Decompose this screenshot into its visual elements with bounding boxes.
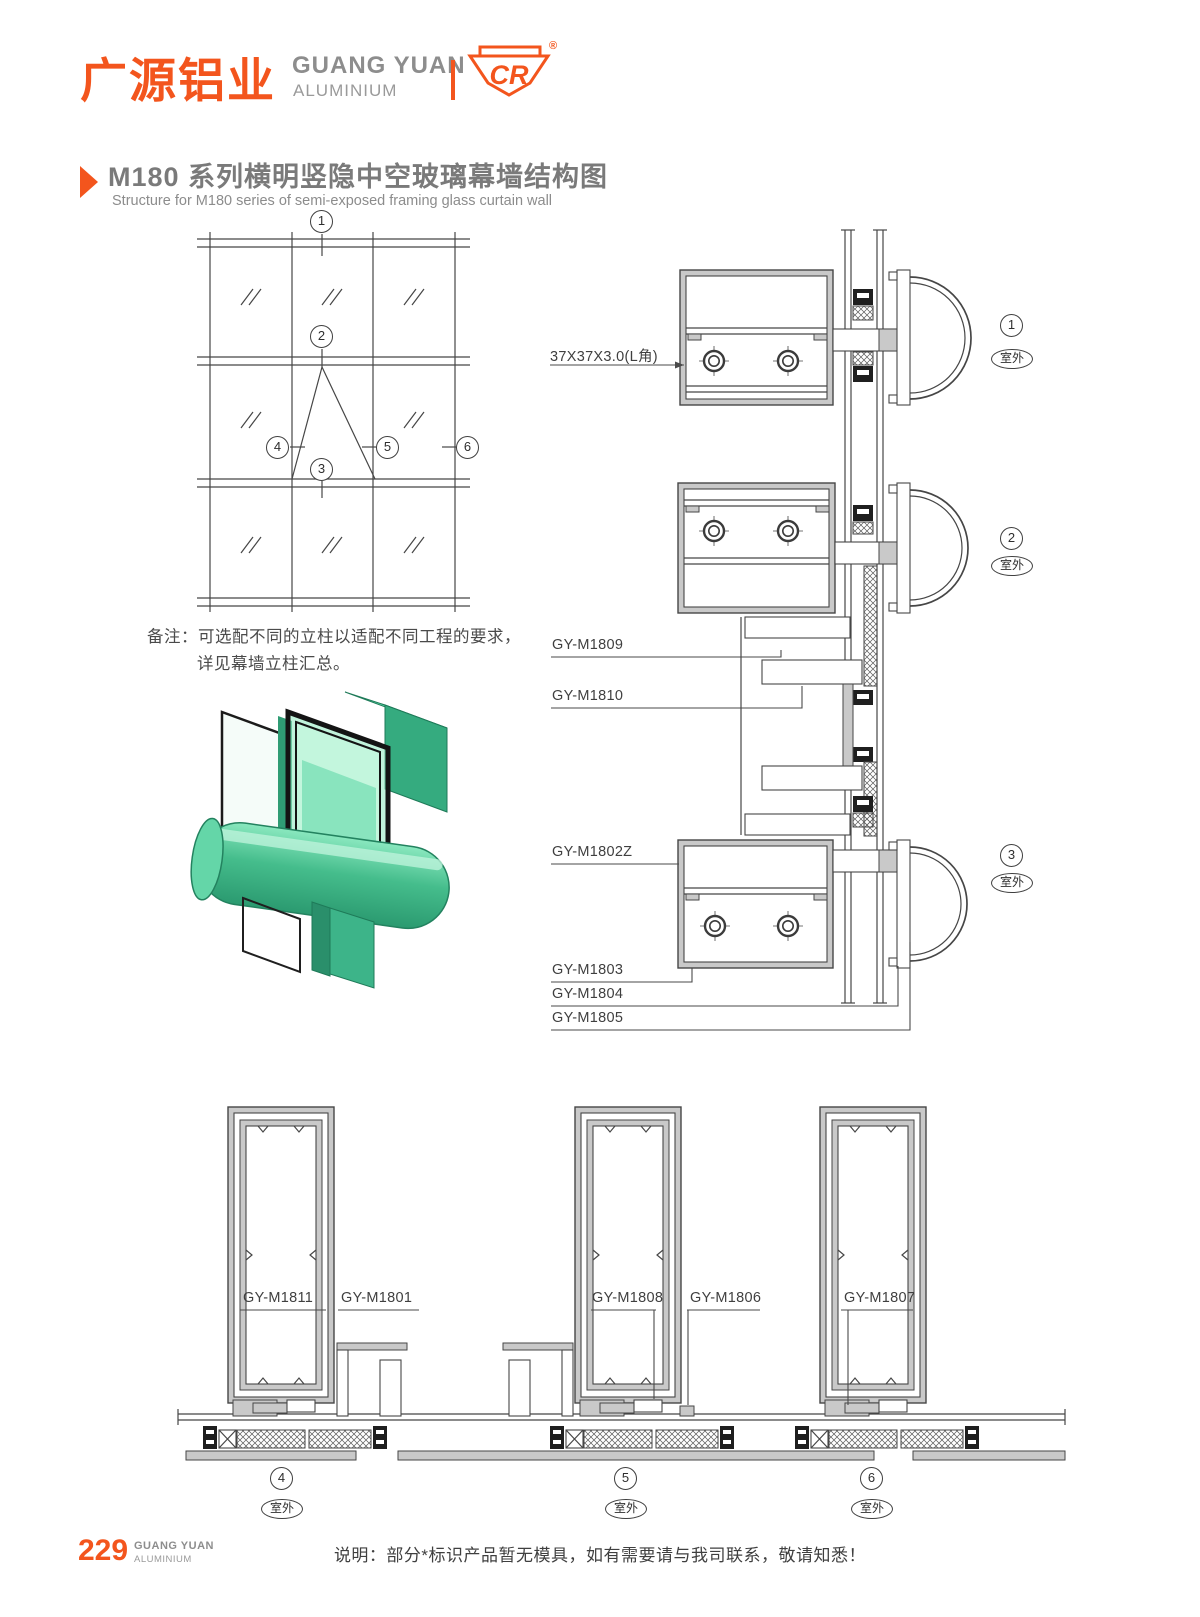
section-detail-3: [677, 839, 968, 969]
outdoor-badge-6: 室外: [851, 1499, 893, 1519]
mullion-section-6: [795, 1106, 979, 1449]
outdoor-badge-1: 室外: [991, 349, 1033, 369]
brand-name-english: GUANG YUAN: [292, 52, 466, 79]
logo-divider: [451, 60, 455, 100]
section-marker-2: 2: [1000, 527, 1023, 550]
page-subtitle: Structure for M180 series of semi-expose…: [112, 193, 553, 209]
section-detail-middle: [740, 616, 863, 836]
remark-line-1: 备注：可选配不同的立柱以适配不同工程的要求，: [147, 628, 521, 646]
mullion-section-4: [203, 1106, 408, 1449]
label-gy-m1808: GY-M1808: [592, 1290, 664, 1306]
label-angle-steel: 37X37X3.0(L角): [550, 349, 658, 365]
title-arrow-icon: [80, 166, 98, 198]
page-title: M180 系列横明竖隐中空玻璃幕墙结构图: [108, 162, 609, 192]
label-gy-m1806: GY-M1806: [690, 1290, 762, 1306]
section-marker-5: 5: [614, 1467, 637, 1490]
logo-mark-text: CR: [490, 60, 529, 90]
elevation-marker-4: 4: [266, 436, 289, 459]
elevation-marker-5: 5: [376, 436, 399, 459]
footer-brand-english: GUANG YUAN: [134, 1540, 214, 1552]
section-marker-3: 3: [1000, 844, 1023, 867]
brand-subtitle-english: ALUMINIUM: [293, 81, 398, 100]
elevation-diagram: [197, 232, 470, 612]
page-number: 229: [78, 1534, 129, 1567]
brand-name-chinese: 广源铝业: [80, 54, 276, 107]
mullion-section-5: [502, 1106, 734, 1449]
label-gy-m1802z: GY-M1802Z: [552, 844, 633, 860]
elevation-marker-3: 3: [310, 458, 333, 481]
section-marker-6: 6: [860, 1467, 883, 1490]
outdoor-badge-4: 室外: [261, 1499, 303, 1519]
label-gy-m1809: GY-M1809: [552, 637, 624, 653]
label-gy-m1810: GY-M1810: [552, 688, 624, 704]
label-gy-m1801: GY-M1801: [341, 1290, 413, 1306]
vertical-section-details: [677, 229, 972, 1004]
elevation-marker-2: 2: [310, 325, 333, 348]
registered-trademark-icon: ®: [549, 40, 558, 52]
label-gy-m1803: GY-M1803: [552, 962, 624, 978]
glass-symbols: [240, 288, 425, 554]
elevation-marker-1: 1: [310, 210, 333, 233]
label-gy-m1811: GY-M1811: [243, 1290, 314, 1306]
outdoor-badge-2: 室外: [991, 556, 1033, 576]
footer-brand-subtitle: ALUMINIUM: [134, 1554, 192, 1565]
elevation-marker-6: 6: [456, 436, 479, 459]
label-gy-m1805: GY-M1805: [552, 1010, 624, 1026]
leader-lines: [240, 361, 913, 1405]
section-detail-1: [679, 269, 972, 406]
section-marker-1: 1: [1000, 314, 1023, 337]
outdoor-badge-3: 室外: [991, 873, 1033, 893]
footer-note: 说明：部分*标识产品暂无模具，如有需要请与我司联系，敬请知悉！: [333, 1546, 867, 1565]
remark-line-2: 详见幕墙立柱汇总。: [197, 655, 350, 673]
section-detail-2: [677, 482, 969, 614]
section-marker-4: 4: [270, 1467, 293, 1490]
label-gy-m1807: GY-M1807: [844, 1290, 916, 1306]
cr-logo-icon: CR: [467, 45, 551, 97]
product-3d-render: [190, 691, 450, 989]
horizontal-plan-sections: [177, 1106, 1066, 1461]
label-gy-m1804: GY-M1804: [552, 986, 624, 1002]
outdoor-badge-5: 室外: [605, 1499, 647, 1519]
